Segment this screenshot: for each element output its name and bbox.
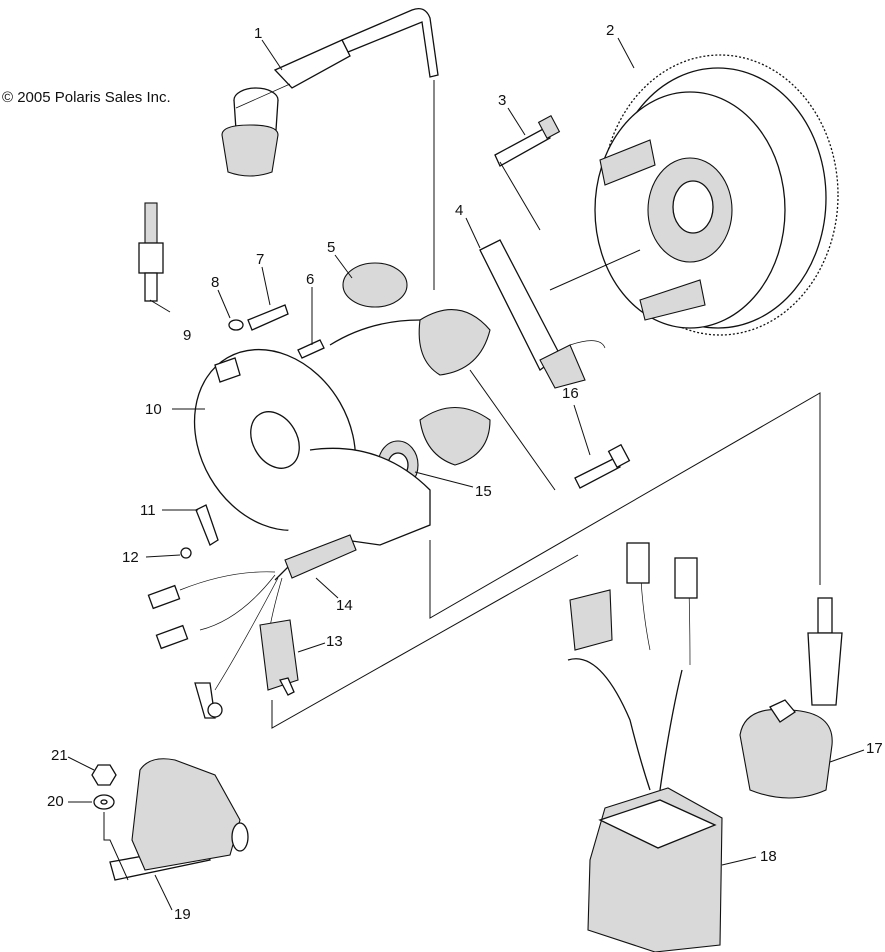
copyright-notice: © 2005 Polaris Sales Inc. xyxy=(2,89,171,106)
callout-5: 5 xyxy=(327,239,336,256)
cdi-module xyxy=(567,542,723,952)
stator-coil xyxy=(329,262,491,466)
ignition-coil xyxy=(739,597,843,799)
callout-2: 2 xyxy=(606,22,615,39)
callout-20: 20 xyxy=(47,793,64,810)
callout-10: 10 xyxy=(145,401,162,418)
bolt-3 xyxy=(494,115,561,167)
callout-4: 4 xyxy=(455,202,464,219)
screw-7 xyxy=(247,304,289,331)
callout-21: 21 xyxy=(51,747,68,764)
wire-harness xyxy=(147,447,431,719)
spark-plug xyxy=(138,202,164,302)
callout-1: 1 xyxy=(254,25,263,42)
callout-7: 7 xyxy=(256,251,265,268)
connector-13 xyxy=(259,619,299,696)
callout-19: 19 xyxy=(174,906,191,923)
pickup-coil xyxy=(479,239,606,389)
nut-21 xyxy=(91,764,117,786)
callout-3: 3 xyxy=(498,92,507,109)
callout-8: 8 xyxy=(211,274,220,291)
solenoid-bracket xyxy=(109,758,249,881)
flywheel xyxy=(594,54,839,336)
callout-15: 15 xyxy=(475,483,492,500)
spark-plug-cap-and-wire xyxy=(221,7,439,177)
washer-20 xyxy=(93,794,115,810)
callout-6: 6 xyxy=(306,271,315,288)
screw-12 xyxy=(180,547,192,559)
callout-leaders xyxy=(67,37,865,911)
callout-9: 9 xyxy=(183,327,192,344)
callout-11: 11 xyxy=(140,502,156,519)
screw-6 xyxy=(297,339,325,359)
bolt-16 xyxy=(574,443,631,489)
callout-18: 18 xyxy=(760,848,777,865)
clamp-11 xyxy=(195,504,219,546)
callout-17: 17 xyxy=(866,740,883,757)
callout-13: 13 xyxy=(326,633,343,650)
callout-16: 16 xyxy=(562,385,579,402)
callout-12: 12 xyxy=(122,549,139,566)
callout-14: 14 xyxy=(336,597,353,614)
washer-8 xyxy=(228,319,244,331)
